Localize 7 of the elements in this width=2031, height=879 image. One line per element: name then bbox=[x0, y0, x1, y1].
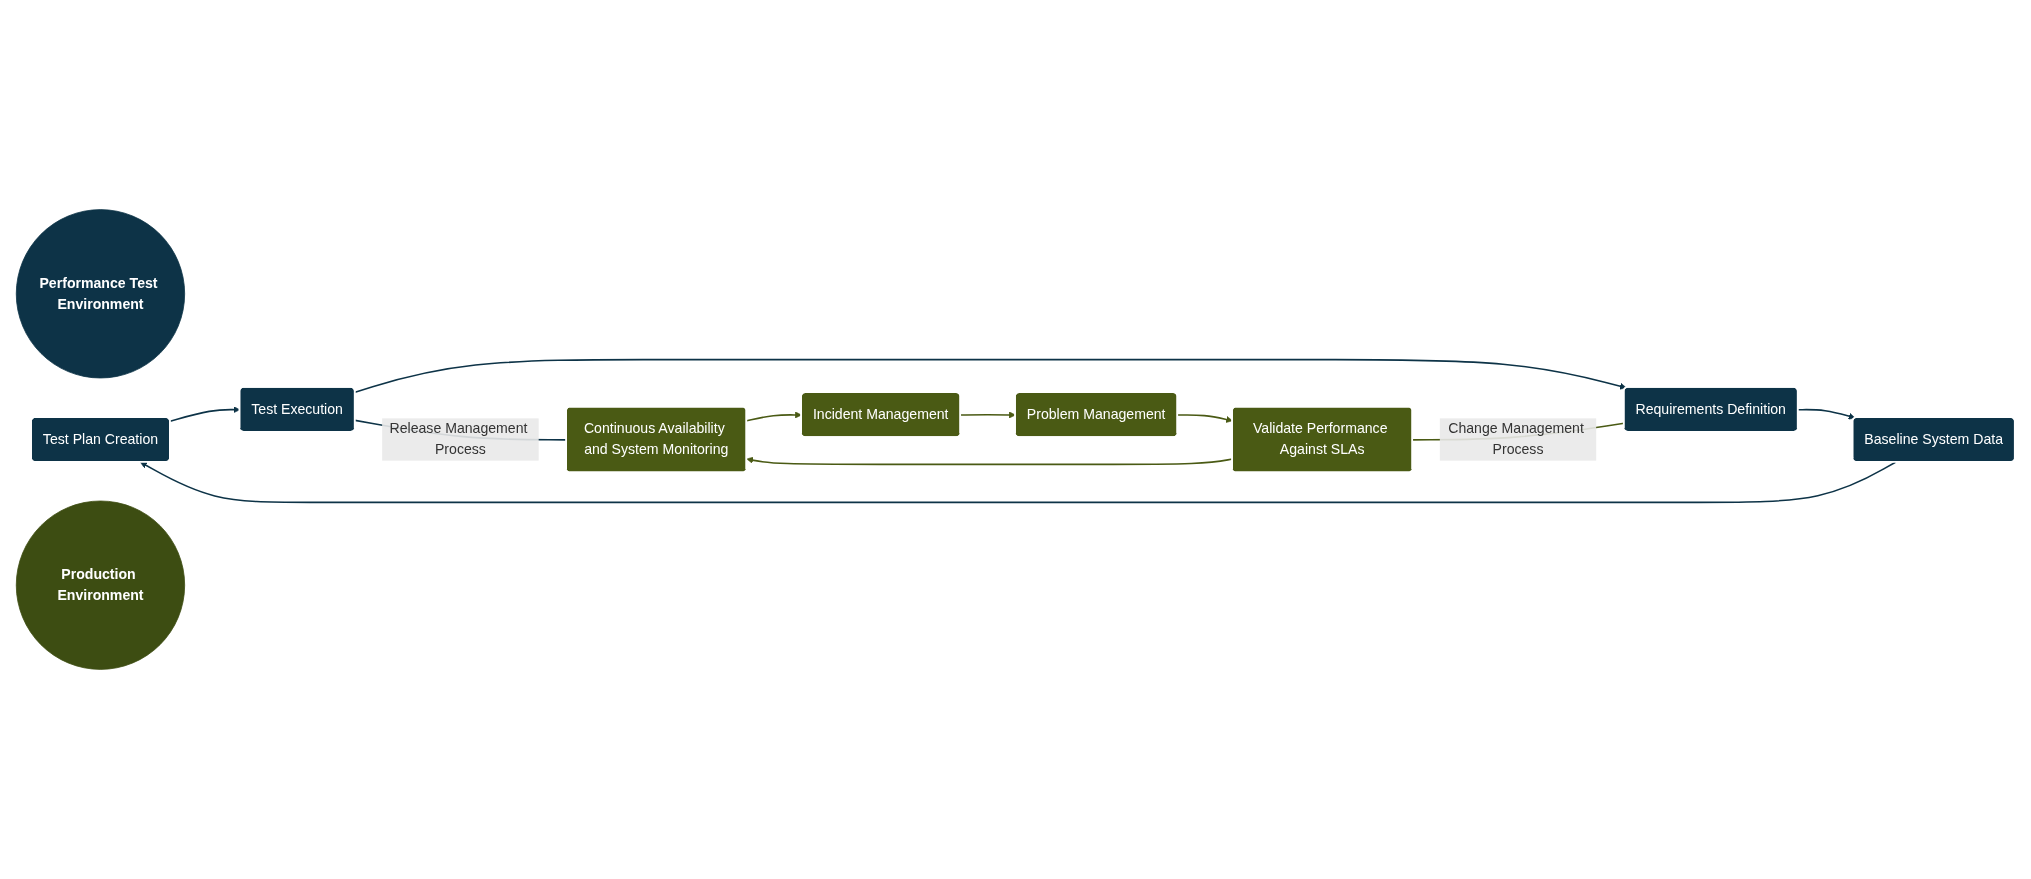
edge-label: Release Management Process bbox=[389, 420, 528, 458]
node-circle: Performance Test Environment bbox=[15, 209, 186, 379]
arrow bbox=[1797, 408, 1856, 420]
node-circle: Production Environment bbox=[15, 500, 186, 670]
arrow bbox=[140, 461, 1897, 504]
arrow bbox=[354, 358, 1627, 393]
edge-label: Change Management Process bbox=[1448, 420, 1584, 458]
